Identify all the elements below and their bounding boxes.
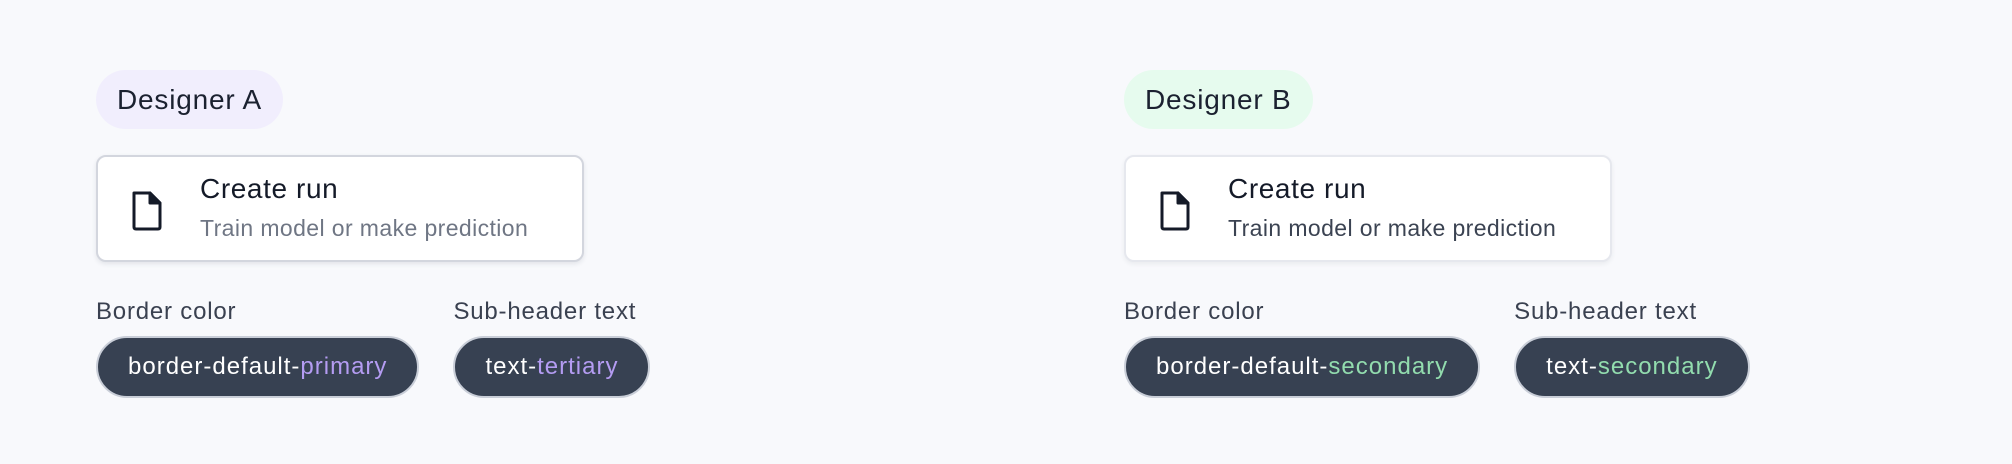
designer-a-panel: Designer A Create run Train model or mak…: [96, 70, 896, 398]
card-subtitle: Train model or make prediction: [1228, 215, 1557, 241]
file-icon: [132, 191, 162, 231]
subheader-text-label: Sub-header text: [1514, 298, 1697, 325]
border-color-label: Border color: [96, 298, 237, 325]
token-accent: primary: [300, 353, 388, 380]
designer-a-tag: Designer A: [96, 70, 283, 129]
designer-b-panel: Designer B Create run Train model or mak…: [1124, 70, 1924, 398]
token-list: Border color border-default-secondary Su…: [1124, 298, 1924, 398]
border-color-group: Border color border-default-secondary: [1124, 298, 1481, 398]
token-list: Border color border-default-primary Sub-…: [96, 298, 896, 398]
create-run-card[interactable]: Create run Train model or make predictio…: [1124, 155, 1612, 262]
border-token-pill: border-default-primary: [96, 336, 420, 398]
token-accent: secondary: [1328, 353, 1449, 380]
border-color-group: Border color border-default-primary: [96, 298, 420, 398]
subheader-text-label: Sub-header text: [453, 298, 637, 325]
text-token-pill: text-secondary: [1514, 336, 1750, 398]
border-color-label: Border color: [1124, 298, 1265, 325]
token-accent: tertiary: [537, 353, 619, 380]
designer-b-tag: Designer B: [1124, 70, 1313, 129]
subheader-text-group: Sub-header text text-tertiary: [453, 298, 651, 398]
create-run-card[interactable]: Create run Train model or make predictio…: [96, 155, 584, 262]
subheader-text-group: Sub-header text text-secondary: [1514, 298, 1750, 398]
text-token-pill: text-tertiary: [453, 336, 651, 398]
token-prefix: text-: [1546, 353, 1598, 380]
file-icon: [1160, 191, 1190, 231]
card-title: Create run: [200, 173, 339, 204]
token-accent: secondary: [1597, 353, 1718, 380]
border-token-pill: border-default-secondary: [1124, 336, 1481, 398]
card-title: Create run: [1228, 173, 1367, 204]
token-prefix: border-default-: [128, 353, 301, 380]
token-prefix: border-default-: [1156, 353, 1329, 380]
card-subtitle: Train model or make prediction: [200, 215, 529, 241]
token-prefix: text-: [485, 353, 538, 380]
